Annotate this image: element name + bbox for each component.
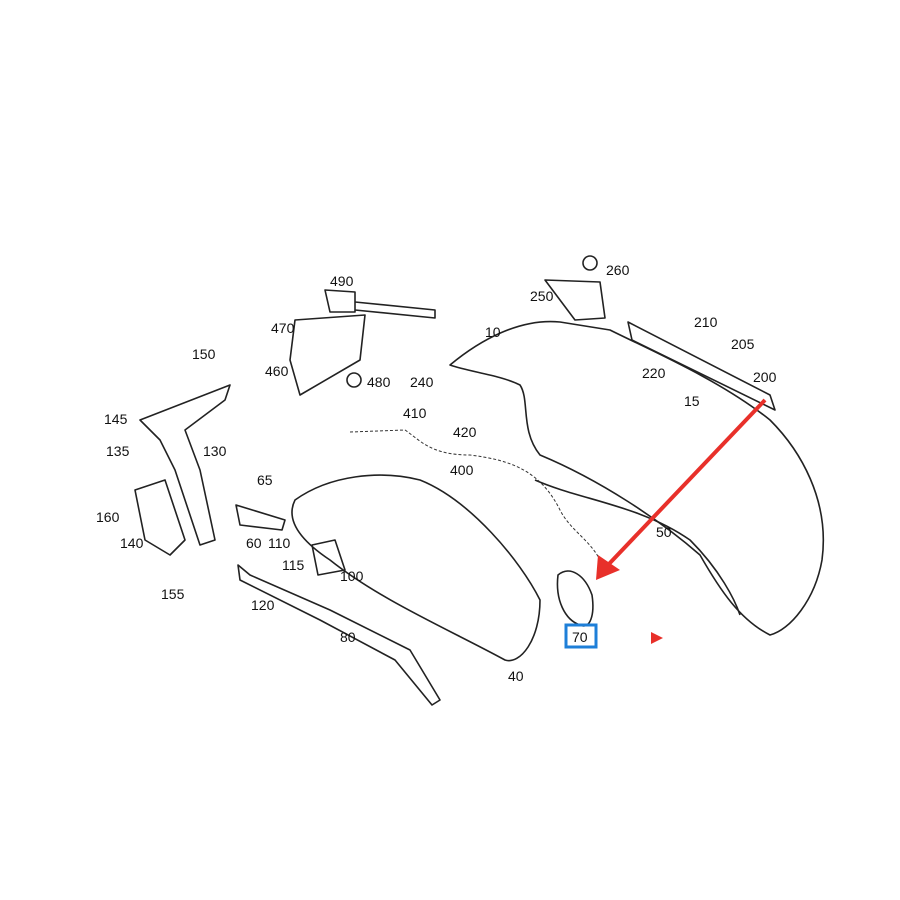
- label-205: 205: [731, 336, 755, 352]
- highlight-box: [564, 623, 598, 649]
- label-50: 50: [656, 524, 672, 540]
- label-10: 10: [485, 324, 501, 340]
- label-250: 250: [530, 288, 554, 304]
- part-70-exhaust-trim: [556, 570, 594, 627]
- label-260: 260: [606, 262, 630, 278]
- part-250-bracket: [544, 279, 606, 321]
- part-40-diffuser: [291, 474, 541, 662]
- label-240: 240: [410, 374, 434, 390]
- label-70: 70: [572, 629, 588, 645]
- label-60: 60: [246, 535, 262, 551]
- label-160: 160: [96, 509, 120, 525]
- label-210: 210: [694, 314, 718, 330]
- label-40: 40: [508, 668, 524, 684]
- label-15: 15: [684, 393, 700, 409]
- label-490: 490: [330, 273, 354, 289]
- red-marker-icon: [651, 632, 663, 644]
- label-100: 100: [340, 568, 364, 584]
- label-400: 400: [450, 462, 474, 478]
- label-115: 115: [282, 557, 305, 573]
- label-410: 410: [403, 405, 427, 421]
- part-130-side-bracket: [139, 384, 231, 546]
- part-100-bracket: [311, 539, 346, 576]
- label-145: 145: [104, 411, 128, 427]
- part-80-lower-strip: [237, 564, 441, 706]
- label-140: 140: [120, 535, 144, 551]
- part-490-sensor-arm: [324, 289, 436, 319]
- part-480-grommet: [346, 372, 362, 388]
- label-130: 130: [203, 443, 227, 459]
- label-135: 135: [106, 443, 130, 459]
- label-420: 420: [453, 424, 477, 440]
- label-65: 65: [257, 472, 273, 488]
- part-470-holder: [289, 314, 366, 396]
- label-80: 80: [340, 629, 356, 645]
- label-150: 150: [192, 346, 216, 362]
- part-60-reflector: [235, 504, 286, 531]
- label-220: 220: [642, 365, 666, 381]
- label-460: 460: [265, 363, 289, 379]
- label-480: 480: [367, 374, 391, 390]
- part-400-wiring-harness: [349, 429, 601, 561]
- label-470: 470: [271, 320, 295, 336]
- part-200-beam: [627, 321, 776, 411]
- highlight-arrow: [596, 398, 767, 580]
- part-50-trim-strip: [534, 479, 741, 616]
- label-110: 110: [268, 535, 291, 551]
- label-200: 200: [753, 369, 777, 385]
- label-155: 155: [161, 586, 185, 602]
- part-260-clip: [582, 255, 598, 271]
- label-120: 120: [251, 597, 275, 613]
- part-140-guide: [134, 479, 186, 556]
